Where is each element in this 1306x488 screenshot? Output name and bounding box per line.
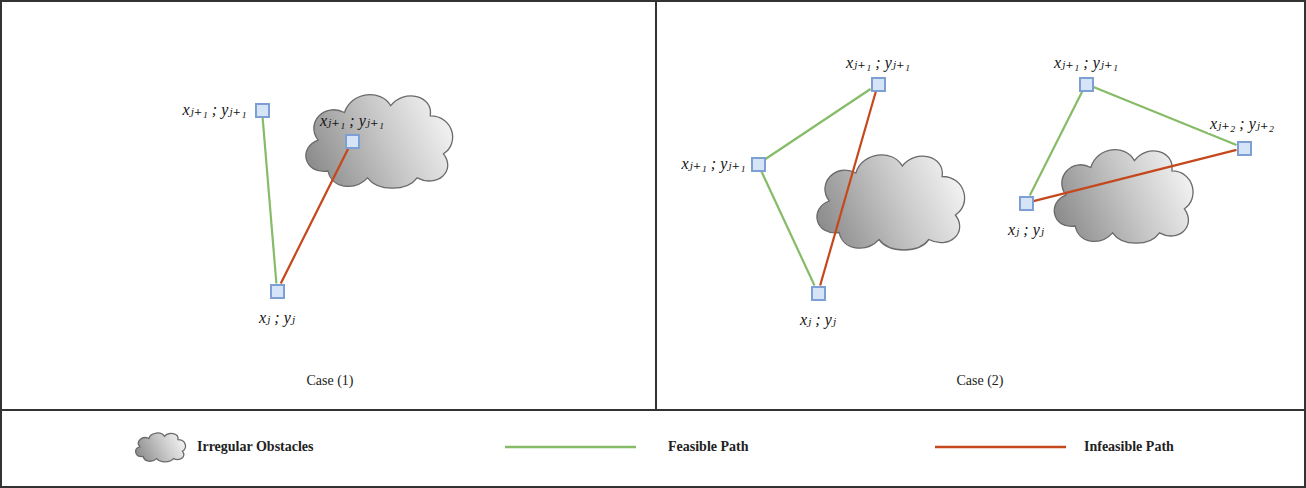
- waypoint-label-group: xⱼ₊₂ ; yⱼ₊₂: [1208, 115, 1276, 133]
- waypoint-marker: xⱼ₊₁ ; yⱼ₊₁: [345, 134, 360, 149]
- waypoint-label-group: xⱼ ; yⱼ: [800, 311, 836, 329]
- obstacle-cloud: [817, 155, 965, 250]
- waypoint-marker: xⱼ₊₁ ; yⱼ₊₁: [255, 103, 270, 118]
- obstacle-cloud: [1054, 150, 1193, 244]
- path-segment: [281, 149, 349, 284]
- obstacle-cloud: [306, 95, 453, 189]
- path-segment: [263, 118, 277, 284]
- waypoint-label-group: xⱼ ; yⱼ: [1008, 221, 1044, 239]
- case-label: Case (2): [956, 372, 1003, 389]
- panel-border: [1, 1, 1305, 410]
- waypoint-marker: xⱼ₊₁ ; yⱼ₊₁: [871, 77, 886, 92]
- waypoint-label: xⱼ₊₁ ; yⱼ₊₁: [846, 54, 910, 72]
- waypoint-label: xⱼ ; yⱼ: [1008, 221, 1044, 239]
- path-segment: [1030, 92, 1082, 196]
- legend-text: Irregular Obstacles: [197, 438, 314, 455]
- waypoint-label-group: xⱼ₊₁ ; yⱼ₊₁: [846, 54, 910, 72]
- waypoint-label-group: xⱼ₊₁ ; yⱼ₊₁: [183, 101, 247, 119]
- path-segment: [766, 89, 871, 159]
- waypoint-label-group: xⱼ ; yⱼ: [259, 309, 295, 327]
- waypoint-label: xⱼ₊₁ ; yⱼ₊₁: [682, 155, 746, 173]
- waypoint-label: xⱼ₊₂ ; yⱼ₊₂: [1208, 115, 1276, 133]
- panel-divider: [655, 1, 657, 410]
- waypoint-label: xⱼ₊₁ ; yⱼ₊₁: [1054, 54, 1118, 72]
- waypoint-marker: xⱼ ; yⱼ: [270, 284, 285, 299]
- legend-cloud-sample: [136, 433, 186, 462]
- waypoint-label-group: xⱼ₊₁ ; yⱼ₊₁: [1054, 54, 1118, 72]
- waypoint-marker: xⱼ ; yⱼ: [1019, 196, 1034, 211]
- path-segment: [761, 172, 814, 286]
- waypoint-marker: xⱼ₊₁ ; yⱼ₊₁: [751, 157, 766, 172]
- waypoint-marker: xⱼ ; yⱼ: [811, 286, 826, 301]
- waypoint-label: xⱼ ; yⱼ: [800, 311, 836, 329]
- waypoint-label-group: xⱼ₊₁ ; yⱼ₊₁: [320, 112, 384, 130]
- waypoint-label: xⱼ ; yⱼ: [259, 309, 295, 327]
- legend-border: [1, 410, 1305, 487]
- legend-text: Infeasible Path: [1084, 438, 1174, 455]
- waypoint-label: xⱼ₊₁ ; yⱼ₊₁: [183, 101, 247, 119]
- infeasible-sample: [935, 446, 1066, 449]
- waypoint-marker: xⱼ₊₂ ; yⱼ₊₂: [1237, 141, 1252, 156]
- path-segment: [820, 92, 876, 286]
- waypoint-label: xⱼ₊₁ ; yⱼ₊₁: [320, 112, 384, 130]
- waypoint-marker: xⱼ₊₁ ; yⱼ₊₁: [1079, 77, 1094, 92]
- waypoint-label-group: xⱼ₊₁ ; yⱼ₊₁: [682, 155, 746, 173]
- path-segment: [1034, 150, 1237, 201]
- feasible-sample: [505, 446, 636, 449]
- legend-text: Feasible Path: [668, 438, 749, 455]
- case-label: Case (1): [306, 372, 353, 389]
